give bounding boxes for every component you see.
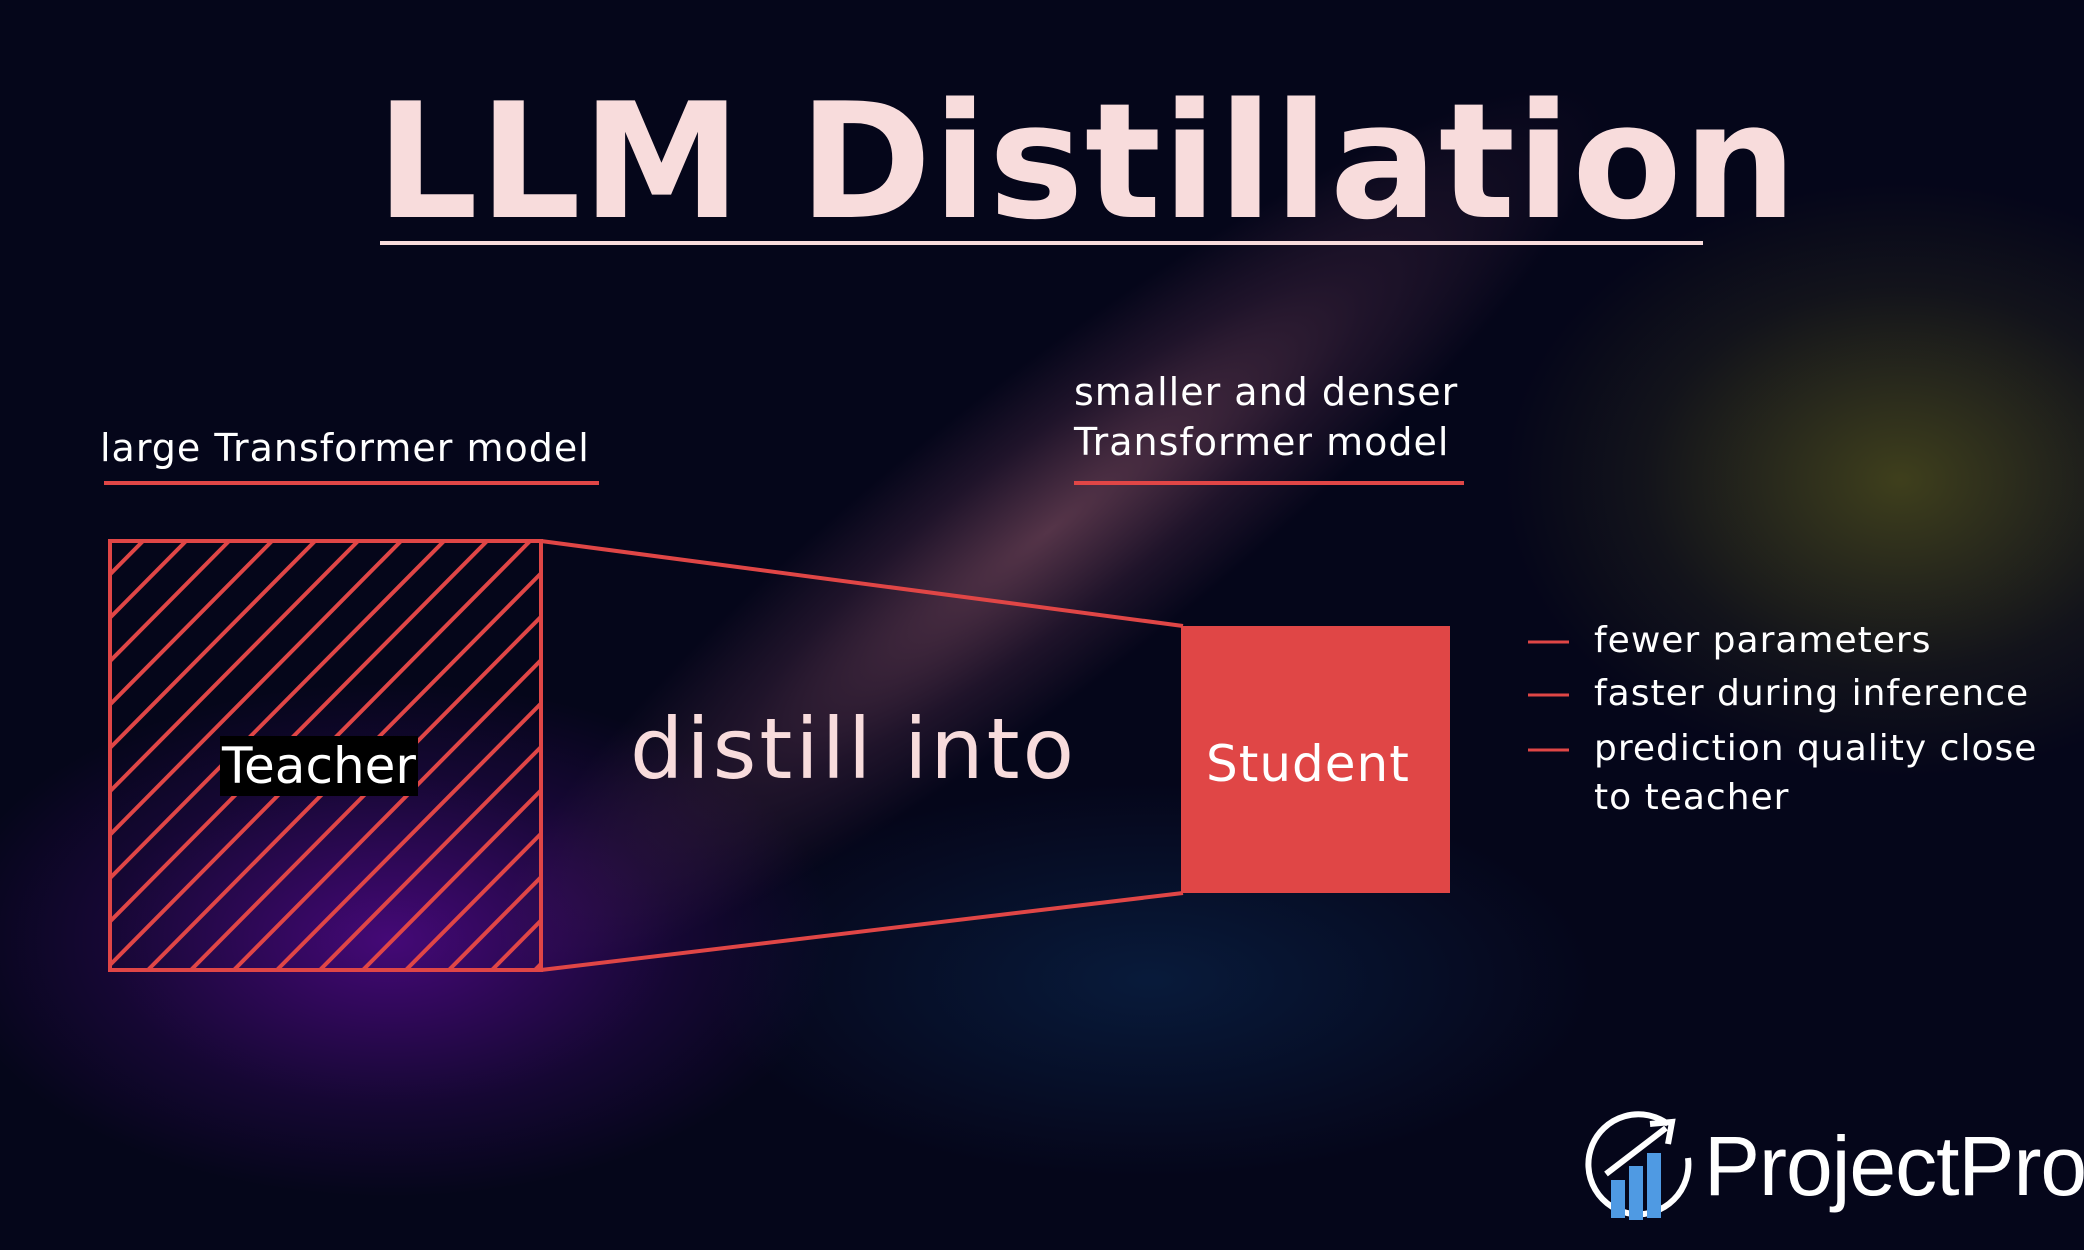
hatch-line [0,536,105,975]
hatch-line [110,541,189,621]
teacher-label: Teacher [220,736,418,796]
page-title: LLM Distillation [376,68,1798,255]
hatch-line [231,657,541,970]
student-label: Student [1206,735,1410,793]
benefit-item: faster during inference [1594,673,2030,714]
distill-into-label: distill into [630,700,1077,798]
student-caption-line1: smaller and denser [1074,370,1459,414]
hatch-line [403,830,541,970]
student-caption-underline [1074,481,1464,485]
hatch-line [110,541,318,751]
title-underline [380,241,1703,245]
hatch-line [110,541,361,795]
hatch-line [360,787,541,970]
teacher-box [108,539,543,972]
hatch-line [110,541,232,664]
hatch-line [317,744,541,970]
teacher-caption-underline [104,481,599,485]
benefit-item: prediction quality close [1594,728,2038,769]
benefit-item: fewer parameters [1594,620,1932,661]
hatch-line [110,541,275,708]
teacher-caption: large Transformer model [100,426,590,470]
student-box [1181,626,1450,893]
logo-text: ProjectPro [1704,1119,2084,1213]
hatch-line [274,700,541,970]
chart-growth-arrow-icon [1585,1111,1692,1220]
funnel-bottom-edge [540,891,1184,972]
hatch-line [446,874,541,970]
hatch-line [110,541,404,838]
funnel-top-edge [540,539,1184,628]
benefit-item-continued: to teacher [1594,777,1790,818]
student-caption-line2: Transformer model [1074,420,1450,464]
